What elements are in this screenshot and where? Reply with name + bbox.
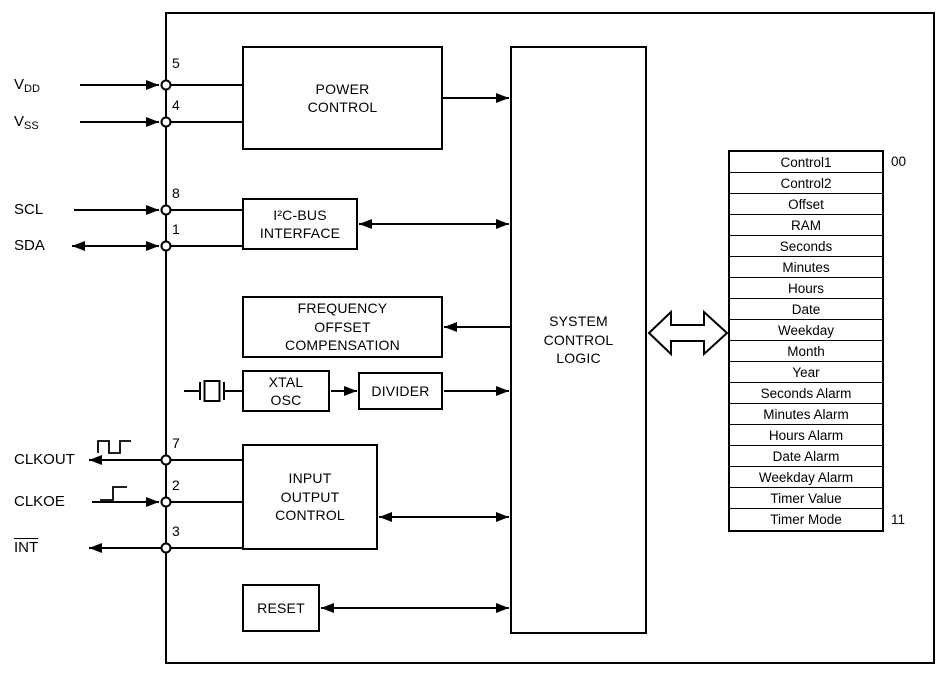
block-frequency-offset-compensation: FREQUENCY OFFSET COMPENSATION: [242, 296, 443, 358]
pin-label-vdd-sub: DD: [24, 83, 40, 95]
pin-label-clkout: CLKOUT: [14, 451, 75, 468]
block-system-control-logic: SYSTEM CONTROL LOGIC: [510, 46, 647, 634]
register-row-timer-value: Timer Value: [730, 488, 882, 509]
pin-label-clkoe: CLKOE: [14, 493, 65, 510]
pin-label-vdd-base: V: [14, 76, 25, 93]
register-row-ram: RAM: [730, 215, 882, 236]
pin-number-sda: 1: [172, 221, 180, 237]
register-end-address: 11: [891, 512, 906, 527]
pin-number-clkoe: 2: [172, 477, 180, 493]
register-row-month: Month: [730, 341, 882, 362]
register-row-control2: Control2: [730, 173, 882, 194]
clock-waveform-icon: [97, 440, 131, 454]
rising-edge-icon: [100, 486, 127, 501]
pin-label-sda: SDA: [14, 237, 45, 254]
block-xtal-osc: XTAL OSC: [242, 370, 330, 412]
register-start-address: 00: [891, 154, 907, 169]
block-input-output-control: INPUT OUTPUT CONTROL: [242, 444, 378, 550]
register-row-minutes-alarm: Minutes Alarm: [730, 404, 882, 425]
register-row-offset: Offset: [730, 194, 882, 215]
pin-number-clkout: 7: [172, 435, 180, 451]
block-i2c-bus-interface: I²C-BUS INTERFACE: [242, 198, 358, 250]
block-reset: RESET: [242, 584, 320, 632]
pin-number-vss: 4: [172, 97, 180, 113]
register-row-hours: Hours: [730, 278, 882, 299]
block-divider: DIVIDER: [358, 372, 443, 410]
block-power-control: POWER CONTROL: [242, 46, 443, 150]
register-row-seconds-alarm: Seconds Alarm: [730, 383, 882, 404]
pin-label-scl: SCL: [14, 201, 44, 218]
register-row-weekday: Weekday: [730, 320, 882, 341]
pin-label-vss-base: V: [14, 113, 25, 130]
register-row-date-alarm: Date Alarm: [730, 446, 882, 467]
register-row-hours-alarm: Hours Alarm: [730, 425, 882, 446]
register-row-timer-mode: Timer Mode: [770, 512, 842, 527]
pin-label-vss: VSS: [14, 113, 39, 132]
pin-label-int-text: INT: [14, 539, 39, 556]
register-row-date: Date: [730, 299, 882, 320]
register-row-minutes: Minutes: [730, 257, 882, 278]
pin-number-vdd: 5: [172, 55, 180, 71]
register-row-control1: Control1: [730, 152, 882, 173]
pin-number-scl: 8: [172, 185, 180, 201]
pin-label-vdd: VDD: [14, 76, 40, 95]
register-map-table: Control1 Control2 Offset RAM Seconds Min…: [728, 150, 884, 532]
register-row-weekday-alarm: Weekday Alarm: [730, 467, 882, 488]
pin-label-vss-sub: SS: [24, 120, 39, 132]
pin-label-int: INT: [14, 539, 38, 557]
register-row-year: Year: [730, 362, 882, 383]
register-row-seconds: Seconds: [730, 236, 882, 257]
pin-number-int: 3: [172, 523, 180, 539]
